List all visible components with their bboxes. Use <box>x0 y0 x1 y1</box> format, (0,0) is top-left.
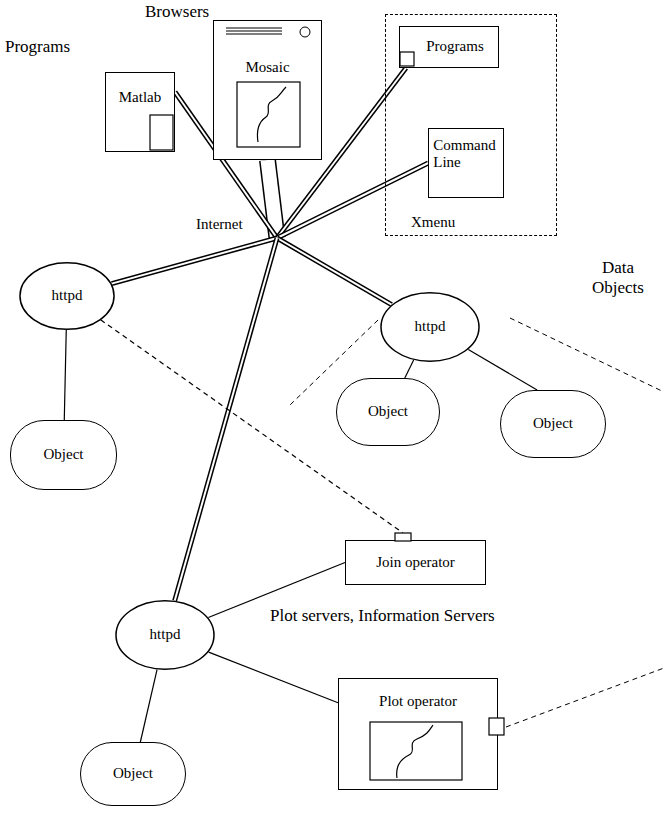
node-illustration <box>214 21 321 159</box>
dashed-link-line <box>506 668 664 727</box>
node-label: Mosaic <box>245 59 289 76</box>
group-bracket-line <box>510 318 664 392</box>
data-object: Object <box>336 378 440 446</box>
node-label: Programs <box>426 38 484 55</box>
group-heading: Plot servers, Information Servers <box>270 606 495 626</box>
double-line-inner <box>277 163 428 238</box>
plot-curve <box>257 87 286 142</box>
data-object: Object <box>500 390 606 458</box>
node-label: httpd <box>52 287 83 304</box>
node-label: Join operator <box>376 554 455 571</box>
node-label: Matlab <box>119 89 162 106</box>
double-line-inner <box>175 238 277 601</box>
double-line-inner <box>277 238 392 305</box>
network-connector <box>405 360 414 378</box>
node-illustration <box>106 73 174 151</box>
group-heading: Programs <box>5 37 70 57</box>
node-label: Internet <box>196 216 243 233</box>
double-line-outer <box>277 238 392 305</box>
program-box: Matlab <box>105 72 175 152</box>
group-heading: Data Objects <box>580 258 656 299</box>
network-connector <box>277 238 392 305</box>
data-object: Object <box>80 742 186 806</box>
operator-box: Join operator <box>345 540 486 585</box>
network-connector <box>140 670 157 742</box>
browser-monitor: Mosaic <box>213 20 322 160</box>
double-line-outer <box>277 163 428 238</box>
ellipse-outline <box>20 263 114 330</box>
network-connector <box>175 238 277 601</box>
plot-frame <box>237 82 300 147</box>
monitor-stripe <box>226 27 282 28</box>
solid-connector <box>140 670 157 742</box>
node-label: httpd <box>150 626 181 643</box>
port-square <box>150 115 173 150</box>
server-ellipse: httpd <box>19 262 115 330</box>
plot-curve <box>397 725 433 778</box>
solid-connector <box>64 330 66 420</box>
monitor-stripe <box>226 33 282 34</box>
command-line-box: Command Line <box>428 128 504 198</box>
solid-connector <box>405 360 414 378</box>
group-heading: Browsers <box>145 2 209 22</box>
node-label: Object <box>44 446 84 463</box>
server-ellipse: httpd <box>115 600 215 670</box>
network-connector <box>468 350 537 390</box>
node-label: Xmenu <box>411 214 455 231</box>
node-label: Command Line <box>433 137 500 172</box>
solid-connector <box>209 652 338 703</box>
server-ellipse: httpd <box>380 292 480 362</box>
network-connector <box>64 330 66 420</box>
double-line-outer <box>112 238 277 284</box>
network-hub: Internet <box>190 212 277 238</box>
port-square <box>395 533 411 541</box>
double-line-inner <box>112 238 277 284</box>
double-line-outer <box>175 238 277 601</box>
node-label: httpd <box>415 318 446 335</box>
port-square <box>489 718 504 735</box>
program-box: Programs <box>399 26 499 68</box>
plot-frame <box>370 722 462 780</box>
menu-group: Xmenu ProgramsCommand Line <box>385 14 557 236</box>
solid-connector <box>468 350 537 390</box>
operator-box: Plot operator <box>338 678 498 790</box>
ellipse-outline <box>381 293 479 362</box>
data-object: Object <box>10 420 117 490</box>
node-label: Object <box>533 415 573 432</box>
network-connector <box>209 652 338 703</box>
port-square <box>400 52 414 66</box>
node-label: Object <box>113 765 153 782</box>
node-label: Object <box>368 403 408 420</box>
network-connector <box>112 238 277 284</box>
node-label: Plot operator <box>379 693 457 710</box>
monitor-stripe <box>226 30 282 31</box>
monitor-knob <box>300 27 310 37</box>
network-connector <box>277 163 428 238</box>
ellipse-outline <box>116 601 214 670</box>
